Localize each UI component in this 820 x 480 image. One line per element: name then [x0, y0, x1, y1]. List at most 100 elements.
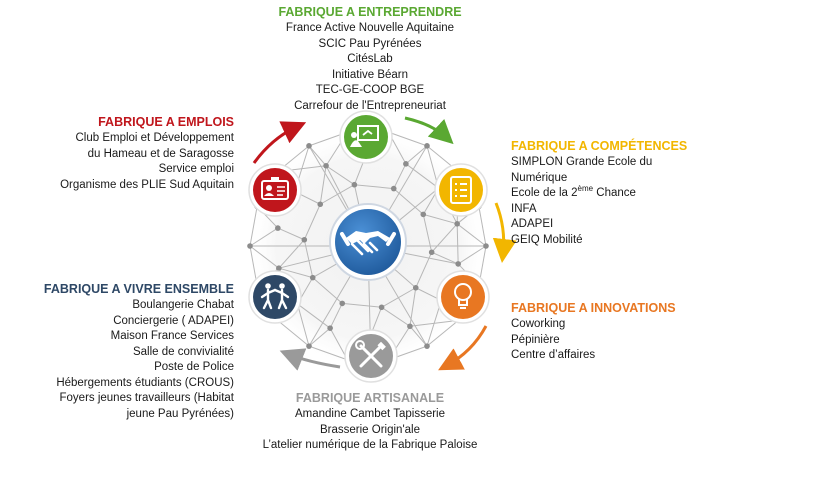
node-emplois — [248, 163, 302, 217]
ecole-prefix: Ecole de la 2 — [511, 187, 578, 199]
mesh-line — [297, 303, 331, 329]
mesh-line — [409, 325, 428, 347]
title-innovations: FABRIQUE A INNOVATIONS — [511, 301, 676, 315]
mesh-node — [424, 343, 430, 349]
list-item: Salle de convivialité — [132, 345, 234, 358]
mesh-node — [412, 284, 419, 291]
list-item: Boulangerie Chabat — [132, 299, 234, 311]
mesh-node — [306, 343, 312, 349]
mesh-line — [426, 319, 459, 347]
block-vivre-ensemble: FABRIQUE A VIVRE ENSEMBLE Boulangerie Ch… — [20, 281, 234, 422]
mesh-node — [420, 211, 427, 218]
list-item: Centre d’affaires — [511, 349, 596, 361]
mesh-node — [339, 300, 346, 307]
mesh-line — [277, 319, 310, 347]
mesh-line — [312, 277, 343, 304]
mesh-node — [309, 274, 316, 281]
list-item: Numérique — [511, 171, 568, 184]
mesh-line — [319, 165, 327, 205]
mesh-node — [378, 304, 385, 311]
center-node — [329, 203, 407, 281]
mesh-line — [409, 287, 417, 327]
mesh-node — [424, 143, 430, 149]
node-innovations — [436, 270, 490, 324]
list-item: Service emploi — [158, 163, 234, 175]
mesh-line — [405, 145, 428, 165]
mesh-node — [351, 181, 358, 188]
mesh-line — [478, 206, 487, 247]
list-item: GEIQ Mobilité — [511, 233, 583, 246]
block-emplois: FABRIQUE A EMPLOIS Club Emploi et Dévelo… — [20, 114, 234, 193]
list-item: SCIC Pau Pyrénées — [318, 37, 422, 50]
mesh-line — [303, 204, 321, 240]
title-artisanale: FABRIQUE ARTISANALE — [295, 391, 445, 405]
mesh-line — [249, 227, 279, 247]
block-innovations: FABRIQUE A INNOVATIONS Coworking Pépiniè… — [511, 300, 711, 364]
arrow-competences-to-innovations — [492, 202, 517, 263]
presentation-board-icon — [350, 125, 379, 147]
handshake-icon — [340, 231, 396, 256]
people-together-icon — [260, 283, 290, 310]
arrow-innovations-to-artisanale — [438, 325, 488, 371]
mesh-line — [342, 302, 382, 308]
mesh-line — [393, 163, 407, 189]
list-item: ADAPEI — [511, 218, 554, 230]
node-competences — [434, 163, 488, 217]
list-item: Hébergements étudiants (CROUS) — [56, 376, 234, 389]
list-item: Maison France Services — [110, 330, 234, 342]
ecole-suffix: Chance — [593, 187, 636, 199]
mesh-line — [329, 303, 343, 329]
tools-icon — [355, 340, 386, 368]
mesh-line — [319, 184, 355, 205]
list-item: INFA — [511, 202, 537, 215]
list-item: Pépinière — [511, 333, 560, 346]
mesh-line — [249, 245, 280, 269]
mesh-line — [456, 223, 459, 264]
list-item: Brasserie Origin'ale — [320, 423, 420, 436]
mesh-node — [275, 225, 281, 231]
mesh-line — [278, 267, 313, 279]
arrow-emplois-to-entreprendre — [252, 121, 307, 164]
list-item: Amandine Cambet Tapisserie — [294, 408, 445, 420]
list-item: L’atelier numérique de la Fabrique Paloi… — [262, 439, 478, 451]
mesh-node — [306, 143, 312, 149]
mesh-line — [308, 327, 331, 347]
mesh-line — [393, 188, 424, 215]
list-item: Initiative Béarn — [331, 68, 409, 81]
mesh-node — [407, 323, 413, 330]
mesh-node — [455, 261, 461, 267]
id-card-icon — [261, 177, 289, 200]
mesh-line — [456, 223, 487, 247]
mesh-line — [297, 303, 310, 347]
mesh-line — [415, 252, 433, 288]
node-entreprendre — [339, 110, 393, 164]
node-artisanale — [344, 329, 398, 383]
mesh-node — [428, 249, 435, 256]
checklist-icon — [450, 176, 472, 204]
mesh-node — [390, 185, 397, 192]
mesh-line — [325, 165, 355, 186]
list-item: TEC-GE-COOP BGE — [315, 84, 425, 96]
mesh-line — [249, 206, 258, 247]
mesh-line — [388, 131, 428, 147]
mesh-line — [423, 213, 458, 225]
list-item: Organisme des PLIE Sud Aquitain — [60, 178, 234, 191]
block-entreprendre: FABRIQUE A ENTREPRENDRE France Active No… — [250, 4, 490, 114]
list-item: Ecole de la 2ème Chance — [511, 184, 711, 202]
list-item: Conciergerie ( ADAPEI) — [113, 314, 234, 327]
mesh-node — [323, 162, 329, 169]
list-item: Club Emploi et Développement — [75, 132, 234, 144]
title-competences: FABRIQUE A COMPÉTENCES — [511, 139, 688, 153]
list-item: Coworking — [511, 318, 566, 330]
mesh-line — [278, 239, 305, 269]
list-item: Poste de Police — [154, 361, 234, 373]
mesh-line — [381, 306, 411, 327]
title-entreprendre: FABRIQUE A ENTREPRENDRE — [278, 5, 462, 19]
list-item: jeune Pau Pyrénées) — [126, 407, 234, 420]
list-item: Foyers jeunes travailleurs (Habitat — [59, 392, 235, 404]
arrow-artisanale-to-vivre — [279, 348, 341, 371]
block-competences: FABRIQUE A COMPÉTENCES SIMPLON Grande Ec… — [511, 138, 711, 248]
ecole-superscript: ème — [577, 184, 594, 194]
mesh-line — [431, 251, 459, 265]
